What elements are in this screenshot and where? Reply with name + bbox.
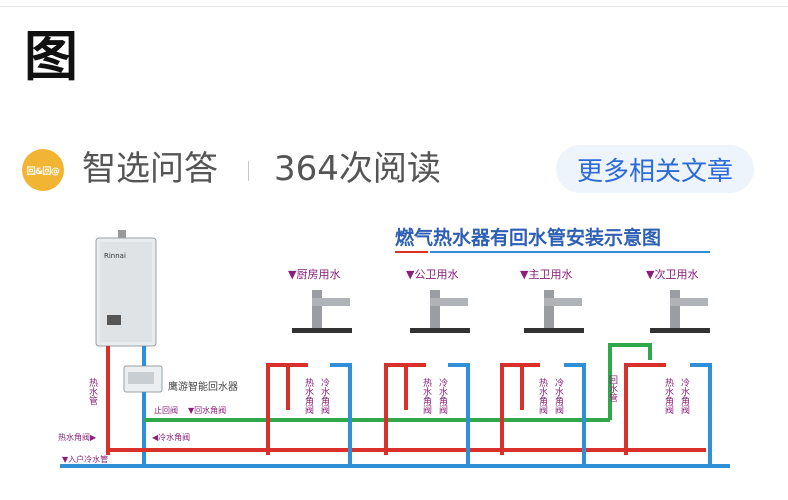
heater-brand: Rinnai <box>104 252 126 260</box>
source-name[interactable]: 智选问答 <box>82 149 218 189</box>
svg-text:冷水角阀: 冷水角阀 <box>437 377 448 415</box>
room-public-bathroom: ▼公卫用水 热水角阀 冷水角阀 <box>384 268 470 466</box>
room-label: ▼公卫用水 <box>406 268 458 281</box>
meta-divider <box>248 161 249 181</box>
room-label: ▼厨房用水 <box>288 268 340 281</box>
check-valve-label: 止回阀 <box>154 405 178 415</box>
svg-text:冷水角阀: 冷水角阀 <box>553 377 564 415</box>
water-heater: Rinnai <box>95 230 157 347</box>
return-pump <box>123 365 163 393</box>
svg-text:热水角阀: 热水角阀 <box>537 377 548 415</box>
diagram-svg: 燃气热水器有回水管安装示意图 Rinnai 鹰游智能回水器 热水管 止回阀 ▼回… <box>58 226 730 468</box>
room-kitchen: ▼厨房用水 热水角阀 冷水角阀 <box>266 268 352 466</box>
svg-text:热水角阀: 热水角阀 <box>303 377 314 415</box>
room-label: ▼主卫用水 <box>520 268 572 281</box>
svg-text:冷水角阀: 冷水角阀 <box>679 377 690 415</box>
page-title: 图 <box>24 25 78 88</box>
top-divider <box>0 6 788 7</box>
article-meta: 回&回@ 智选问答 364次阅读 更多相关文章 <box>22 145 766 193</box>
svg-text:热水角阀: 热水角阀 <box>663 377 674 415</box>
installation-diagram: 燃气热水器有回水管安装示意图 Rinnai 鹰游智能回水器 热水管 止回阀 ▼回… <box>50 210 750 482</box>
inlet-label: ▼入户冷水管 <box>62 454 108 464</box>
hot-pipe-label: 热水管 <box>87 377 98 405</box>
diagram-title: 燃气热水器有回水管安装示意图 <box>395 226 661 249</box>
return-valve-label: ▼回水角阀 <box>188 405 226 415</box>
hot-angle-valve-left: 热水角阀▶ <box>58 432 97 442</box>
room-second-bathroom: ▼次卫用水 回水管 热水角阀 冷水角阀 <box>607 267 712 466</box>
svg-text:热水角阀: 热水角阀 <box>421 377 432 415</box>
more-articles-button[interactable]: 更多相关文章 <box>556 145 754 193</box>
pump-label: 鹰游智能回水器 <box>168 380 238 393</box>
room-label: ▼次卫用水 <box>646 267 698 281</box>
svg-text:回水管: 回水管 <box>607 375 618 402</box>
room-master-bathroom: ▼主卫用水 热水角阀 冷水角阀 <box>500 268 586 466</box>
read-count: 364次阅读 <box>274 149 441 189</box>
source-avatar[interactable]: 回&回@ <box>22 149 64 191</box>
cold-angle-valve-left: ◀冷水角阀 <box>152 432 190 442</box>
svg-text:冷水角阀: 冷水角阀 <box>319 377 330 415</box>
